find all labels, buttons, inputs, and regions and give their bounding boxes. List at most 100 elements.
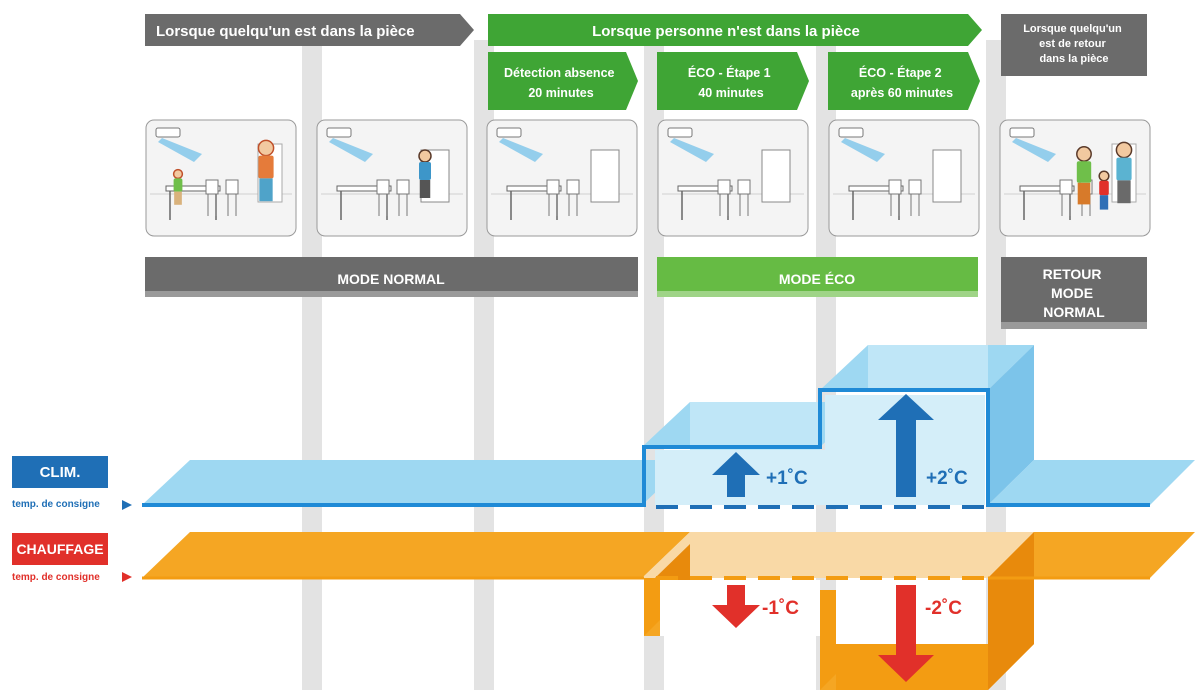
clim-label: CLIM. (12, 456, 108, 488)
child-figure (172, 168, 184, 205)
clim-consigne: temp. de consigne (12, 499, 100, 510)
person-body (258, 155, 274, 179)
chauffage-step2-wall (820, 590, 836, 690)
chauffage-step1-floor (644, 578, 660, 636)
child-figure (1098, 170, 1110, 210)
person-head (1076, 146, 1092, 162)
air-conditioner-icon (1009, 127, 1035, 138)
banner-absent-text: Lorsque personne n'est dans la pièce (592, 23, 860, 40)
door-icon (932, 149, 962, 203)
room-card-5 (828, 119, 980, 237)
clim-band-top-left (142, 460, 690, 505)
mode-normal-bar-shadow (145, 291, 638, 297)
airflow-icon (158, 138, 202, 162)
chauffage-down-arrow-2 (878, 585, 934, 682)
clim-pointer-icon (122, 500, 132, 510)
mode-return-bar (1001, 257, 1147, 329)
chair-icon (737, 179, 751, 195)
person-body (1116, 157, 1132, 181)
step-banner-3-text: ÉCO - Étape 2 après 60 minutes (851, 65, 953, 100)
step-banners: Détection absence 20 minutes ÉCO - Étape… (488, 52, 980, 110)
mode-normal-text: MODE NORMAL (337, 271, 445, 287)
air-conditioner-icon (667, 127, 693, 138)
adult-figure (257, 139, 275, 202)
chair-icon (205, 179, 219, 195)
air-conditioner-icon (155, 127, 181, 138)
person-body (1099, 180, 1109, 196)
chauffage-arrows: -1˚C -2˚C (712, 585, 962, 682)
mode-eco-text: MODE ÉCO (779, 271, 855, 287)
banner-absent (488, 14, 982, 46)
clim-band (142, 345, 1195, 509)
person-head (257, 139, 275, 157)
step-banner-1 (488, 52, 638, 110)
chauffage-band-top-right (988, 532, 1195, 578)
chair-icon (717, 179, 731, 195)
person-legs (419, 180, 431, 198)
table-icon (848, 185, 904, 192)
chauffage-consigne: temp. de consigne (12, 572, 100, 583)
mode-eco-bar-shadow (657, 291, 978, 297)
chauffage-down-arrow-1 (712, 585, 760, 628)
person-legs (1099, 195, 1109, 210)
airflow-icon (670, 138, 714, 162)
door-icon (590, 149, 620, 203)
airflow-icon (499, 138, 543, 162)
clim-arrows: +1˚C +2˚C (712, 394, 968, 497)
chauffage-band-top-left (142, 532, 690, 578)
step-banner-2 (657, 52, 809, 110)
banner-return-text: Lorsque quelqu'un est de retour dans la … (1023, 23, 1125, 65)
room-card-4 (657, 119, 809, 237)
woman-figure (1076, 146, 1092, 205)
person-legs (174, 191, 182, 205)
airflow-icon (1012, 138, 1056, 162)
step-banner-1-text: Détection absence 20 minutes (504, 66, 618, 100)
chair-icon (396, 179, 410, 195)
room-illustrations (145, 119, 1151, 237)
step-banner-3 (828, 52, 980, 110)
chair-icon (225, 179, 239, 195)
table-icon (336, 185, 392, 192)
mode-normal-bar (145, 257, 638, 297)
person-body (173, 178, 183, 192)
table-icon (506, 185, 562, 192)
chauffage-step2-label: -2˚C (925, 598, 962, 619)
person-head (172, 168, 184, 180)
chair-icon (376, 179, 390, 195)
chauffage-label: CHAUFFAGE (12, 533, 108, 565)
banner-present-text: Lorsque quelqu'un est dans la pièce (156, 23, 415, 40)
clim-raised-outline (142, 388, 1150, 507)
table-icon (165, 185, 221, 192)
table-icon (677, 185, 733, 192)
clim-up-arrow-2 (878, 394, 934, 497)
chair-icon (566, 179, 580, 195)
person-head (418, 149, 432, 163)
door-icon (761, 149, 791, 203)
room-card-1 (145, 119, 297, 237)
step-banner-2-text: ÉCO - Étape 1 40 minutes (688, 65, 774, 100)
table-icon (1019, 185, 1075, 192)
person-legs (1077, 182, 1091, 205)
banner-return (1001, 14, 1147, 76)
person-legs (259, 178, 273, 202)
room-card-6 (999, 119, 1151, 237)
chauffage-pointer-icon (122, 572, 132, 582)
person-head (1115, 141, 1133, 159)
chair-icon (1059, 179, 1073, 195)
airflow-icon (329, 138, 373, 162)
mode-eco-bar (657, 257, 978, 297)
clim-step-inner (655, 450, 985, 505)
chauffage-label-text: CHAUFFAGE (16, 541, 104, 557)
chair-icon (546, 179, 560, 195)
mode-return-text: RETOUR MODE NORMAL (1043, 266, 1106, 320)
mode-bars: MODE NORMAL MODE ÉCO RETOUR MODE NORMAL (145, 257, 1147, 329)
clim-step2-label: +2˚C (926, 468, 968, 489)
man-figure (1115, 141, 1133, 204)
clim-band-top-right (988, 460, 1195, 505)
person-head (1098, 170, 1110, 182)
chauffage-band (142, 532, 1195, 690)
chauffage-right-face (988, 532, 1034, 690)
room-card-2 (316, 119, 468, 237)
room-card-3 (486, 119, 638, 237)
